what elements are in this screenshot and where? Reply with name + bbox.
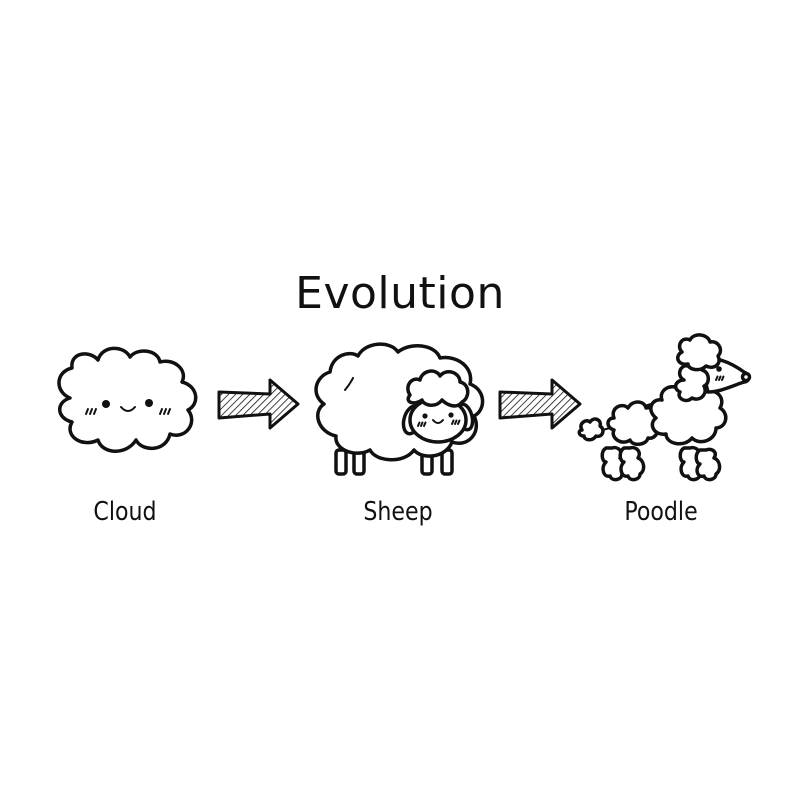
diagram-title: Evolution (295, 268, 505, 319)
stage-label-poodle: Poodle (624, 497, 698, 527)
stage-label-sheep: Sheep (363, 497, 433, 527)
stage-label-cloud: Cloud (93, 497, 157, 527)
